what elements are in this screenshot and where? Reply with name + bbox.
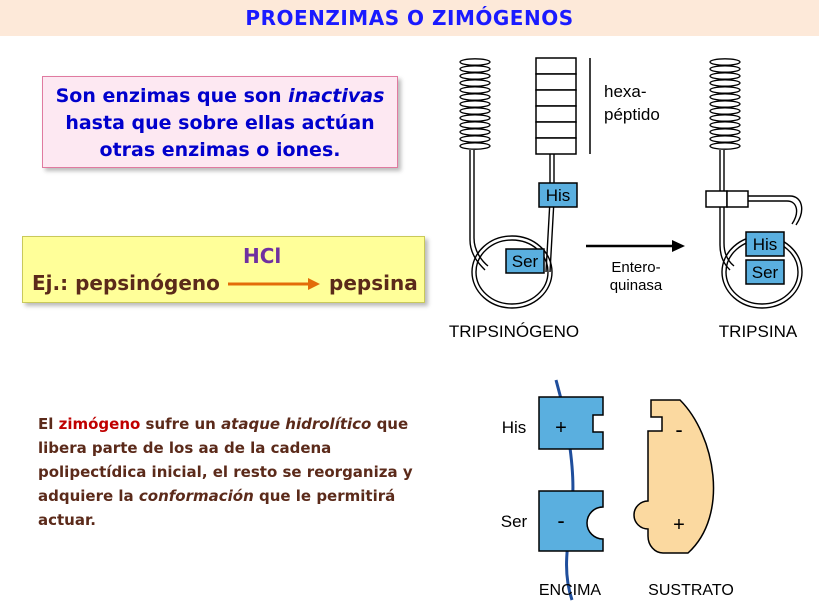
para-text: El xyxy=(38,415,59,433)
para-text: que le permitirá actuar. xyxy=(38,487,396,529)
trypsinogen-structure: hexa- péptido His Ser TRIPSINÓGENO xyxy=(449,57,660,341)
substrate-caption: SUSTRATO xyxy=(648,582,734,599)
his-label: His xyxy=(546,186,571,205)
ser-residue xyxy=(505,248,545,274)
enterokinase-label-1: Entero- xyxy=(611,259,660,276)
substrate-charge-neg: - xyxy=(675,417,682,442)
binding-diagram: + - His Ser - + ENCIMA SUSTRATO xyxy=(501,379,734,601)
his-label: His xyxy=(753,235,778,254)
activation-diagram: hexa- péptido His Ser TRIPSINÓGENO Enter… xyxy=(449,57,803,341)
ser-site-label: Ser xyxy=(501,512,528,531)
ser-residue xyxy=(745,259,785,285)
title-band xyxy=(0,0,819,36)
para-text: que libera parte de los aa de la cadena … xyxy=(38,415,413,505)
hexapeptide-label-1: hexa- xyxy=(604,82,647,101)
example-substrate: Ej.: pepsinógeno xyxy=(32,271,220,295)
remaining-segment xyxy=(726,190,749,208)
his-residue xyxy=(538,182,578,208)
para-text: sufre un xyxy=(140,415,222,433)
definition-box: Son enzimas que son inactivas hasta que … xyxy=(42,76,398,168)
ser-site xyxy=(538,490,604,552)
hexapeptide-segments xyxy=(535,57,577,155)
ser-label: Ser xyxy=(752,263,779,282)
ser-charge: - xyxy=(557,508,564,533)
activation-step: Entero- quinasa xyxy=(586,240,685,294)
trypsinogen-caption: TRIPSINÓGENO xyxy=(449,322,579,341)
his-site-label: His xyxy=(502,418,527,437)
example-product: pepsina xyxy=(329,271,418,295)
enzyme-caption: ENCIMA xyxy=(539,582,602,599)
hexapeptide-label-2: péptido xyxy=(604,105,660,124)
trypsin-caption: TRIPSINA xyxy=(719,322,798,341)
definition-emphasis: inactivas xyxy=(288,85,385,107)
definition-line-2: hasta que sobre ellas actúan xyxy=(65,112,375,134)
catalyst-label: HCl xyxy=(243,244,282,268)
helix-coil xyxy=(459,58,491,150)
ser-label: Ser xyxy=(512,252,539,271)
definition-line-3: otras enzimas o iones. xyxy=(99,139,341,161)
reaction-arrow xyxy=(228,278,320,290)
definition-text: Son enzimas que son xyxy=(55,85,289,107)
enterokinase-label-2: quinasa xyxy=(610,277,663,294)
substrate-charge-pos: + xyxy=(673,514,685,536)
his-site xyxy=(538,396,604,450)
para-emphasis: ataque hidrolítico xyxy=(221,415,372,433)
trypsin-structure: His Ser TRIPSINA xyxy=(705,58,803,341)
page-title: PROENZIMAS O ZIMÓGENOS xyxy=(245,6,574,30)
explanation-paragraph: El zimógeno sufre un ataque hidrolítico … xyxy=(38,412,428,532)
para-zymogen: zimógeno xyxy=(58,415,141,433)
his-charge: + xyxy=(555,417,567,439)
substrate-shape xyxy=(633,399,715,554)
para-emphasis: conformación xyxy=(138,487,254,505)
remaining-segment xyxy=(705,190,728,208)
definition-line-1: Son enzimas que son inactivas xyxy=(43,83,397,109)
his-residue xyxy=(745,231,785,257)
example-box xyxy=(22,236,425,303)
helix-coil xyxy=(709,58,741,150)
